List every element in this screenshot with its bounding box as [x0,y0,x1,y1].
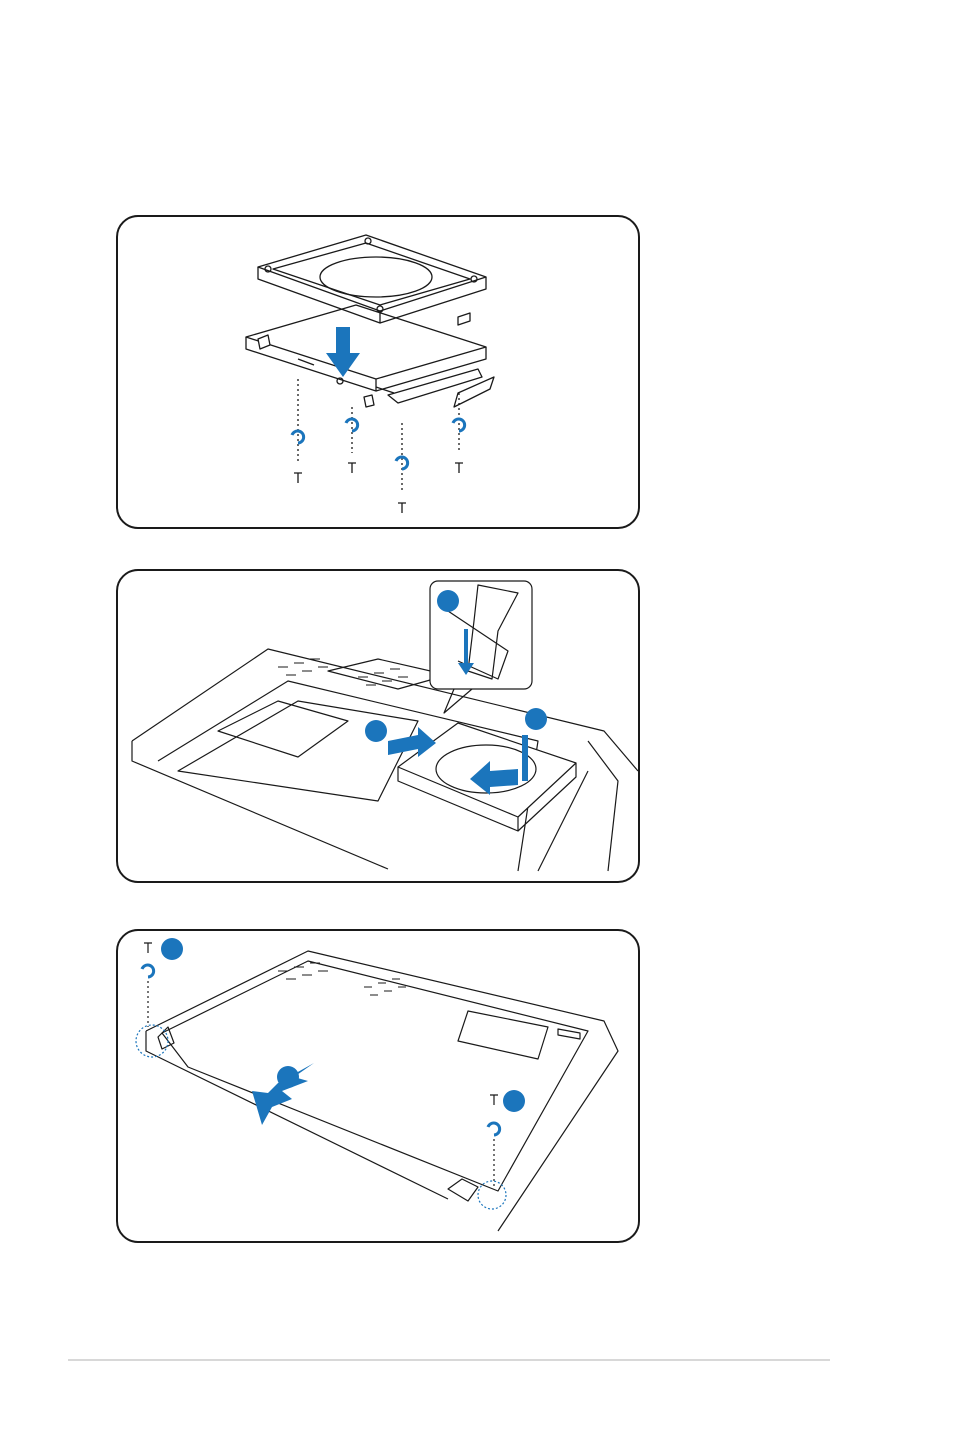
rotate-icon [292,419,465,469]
footer-rule [68,1359,830,1361]
laptop-bottom-icon [146,951,618,1231]
figure-3-panel [116,929,640,1243]
figure-3-illustration [118,931,640,1243]
figure-1-panel [116,215,640,529]
figure-2-panel [116,569,640,883]
figure-2-illustration [118,571,640,883]
bracket-icon [246,305,486,407]
screw-icon [294,463,463,513]
figure-1-illustration [118,217,640,529]
